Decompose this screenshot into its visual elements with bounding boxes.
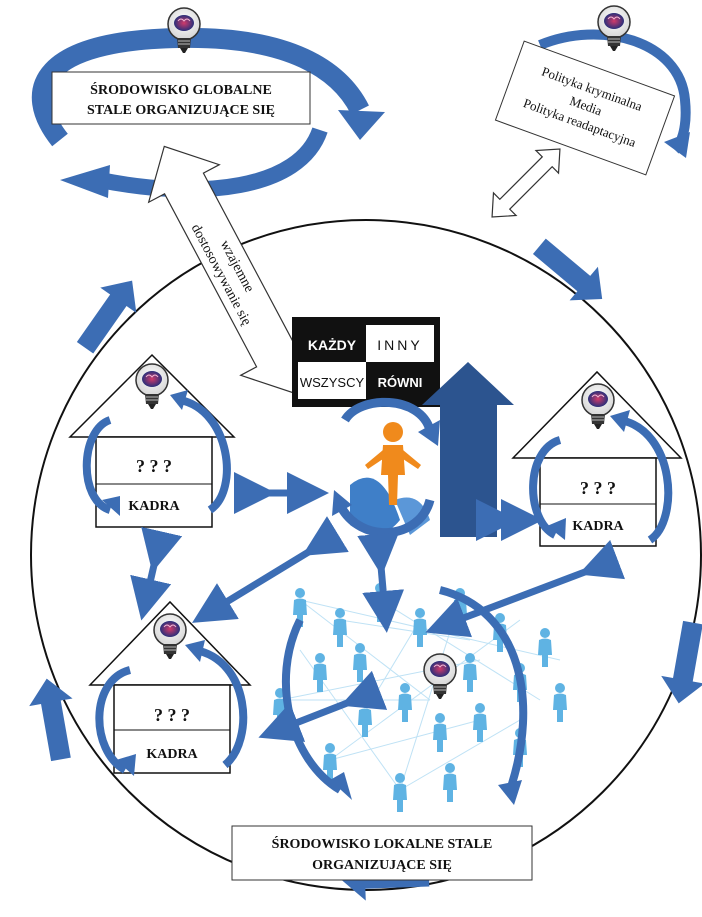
house-bottom-question: ? ? ? — [154, 705, 190, 725]
house-bottom-left: ? ? ? KADRA — [88, 600, 252, 776]
global-environment-line2: STALE ORGANIZUJĄCE SIĘ — [87, 103, 275, 118]
local-environment-circle — [30, 219, 702, 891]
policy-cycle: Polityka kryminalna Media Polityka reada… — [491, 5, 691, 218]
double-arrow-white — [491, 148, 561, 218]
connector-arrows — [130, 472, 626, 742]
puzzle-piece — [350, 477, 400, 534]
upward-arrow — [422, 362, 514, 537]
sign-board: KAŻDY INNY WSZYSCY RÓWNI — [292, 317, 440, 407]
local-environment-box — [231, 825, 533, 881]
people-network-icon — [273, 583, 567, 812]
local-environment-line1: ŚRODOWISKO LOKALNE STALE — [272, 835, 493, 852]
house-right-label: KADRA — [572, 519, 624, 534]
lightbulb-brain-icon — [597, 5, 631, 52]
central-figure — [332, 397, 440, 538]
house-bottom-label: KADRA — [146, 747, 198, 762]
sign-top-left: KAŻDY — [308, 337, 357, 353]
global-environment-box — [51, 71, 311, 125]
policy-box — [494, 40, 676, 176]
house-right-question: ? ? ? — [580, 478, 616, 498]
house-left-label: KADRA — [128, 499, 180, 514]
lightbulb-brain-icon — [423, 653, 457, 700]
house-right: ? ? ? KADRA — [511, 370, 683, 547]
global-environment-line1: ŚRODOWISKO GLOBALNE — [90, 81, 272, 98]
person-figure-icon — [365, 422, 421, 505]
sign-top-right: INNY — [377, 337, 422, 353]
house-left-question: ? ? ? — [136, 456, 172, 476]
house-left: ? ? ? KADRA — [68, 353, 236, 528]
local-environment-line2: ORGANIZUJĄCE SIĘ — [312, 858, 452, 873]
global-environment-cycle: ŚRODOWISKO GLOBALNE STALE ORGANIZUJĄCE S… — [31, 7, 385, 198]
sign-bottom-left: WSZYSCY — [300, 375, 365, 390]
sign-bottom-right: RÓWNI — [378, 375, 423, 390]
